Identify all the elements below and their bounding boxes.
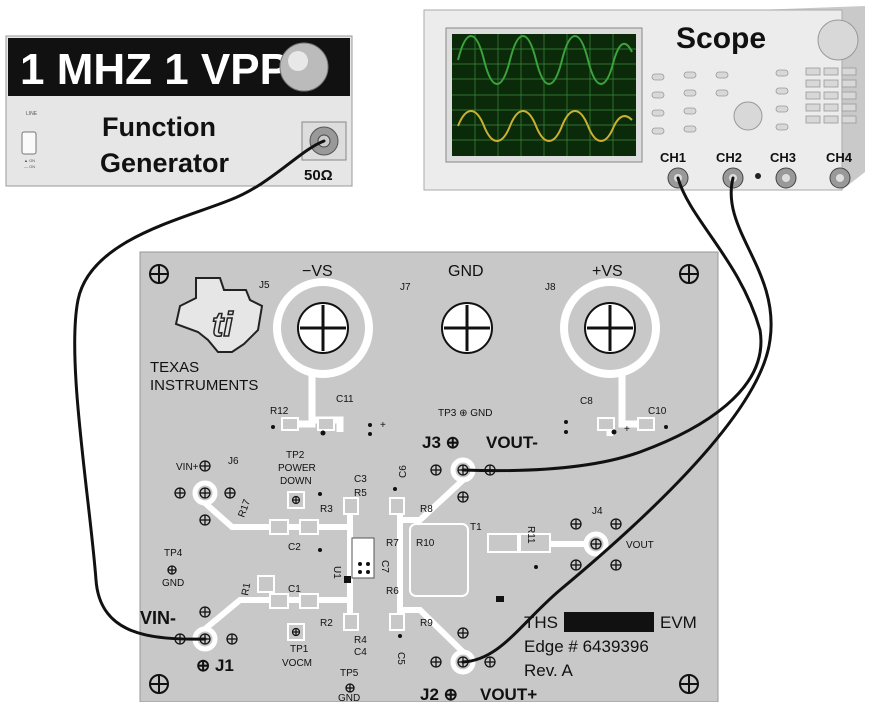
switch-on-label: ▲ ON — [24, 158, 35, 163]
c6-label: C6 — [398, 465, 409, 478]
generator-display: 1 MHZ 1 VPP — [20, 45, 289, 94]
r7-label: R7 — [386, 538, 399, 549]
tp5-label: TP5 — [340, 668, 359, 679]
c7-label: C7 — [379, 560, 390, 573]
logo-text-line1: TEXAS — [150, 359, 199, 376]
cables — [73, 139, 773, 664]
tp2-line2: POWER — [278, 463, 316, 474]
r1-label: R1 — [240, 582, 253, 597]
c4-label: C4 — [354, 647, 367, 658]
generator-title-line2: Generator — [100, 148, 230, 178]
power-switch[interactable] — [21, 131, 37, 155]
c2-label: C2 — [288, 542, 301, 553]
gnd-supply-jack[interactable] — [441, 302, 493, 354]
ch2-to-vout-plus-cable — [461, 176, 773, 664]
c8-plus: + — [624, 424, 630, 435]
knob-highlight — [288, 51, 308, 71]
edge-number: Edge # 6439396 — [524, 637, 649, 656]
scope-title: Scope — [676, 22, 766, 55]
test-point-symbols — [167, 460, 622, 693]
evm-label: EVM — [660, 613, 697, 632]
part-number-block — [564, 612, 654, 632]
logo-text-line2: INSTRUMENTS — [150, 377, 258, 394]
revision: Rev. A — [524, 661, 573, 680]
pos-supply-label: +VS — [592, 263, 623, 280]
u1-label: U1 — [331, 566, 342, 579]
oscilloscope: Scope CH1 CH2 CH3 CH4 — [423, 6, 865, 191]
ch3-label: CH3 — [770, 150, 796, 165]
j2-label: J2 ⊕ — [420, 685, 458, 702]
component-pads — [257, 491, 551, 641]
c1-label: C1 — [288, 584, 301, 595]
ch2-label: CH2 — [716, 150, 742, 165]
r11-label: R11 — [525, 526, 536, 544]
scope-knob-small[interactable] — [733, 101, 763, 131]
neg-supply-jack[interactable] — [273, 278, 373, 378]
switch-off-label: — ON — [24, 164, 35, 169]
ch1-label: CH1 — [660, 150, 686, 165]
j6-label: J6 — [228, 456, 239, 467]
vout-minus-label: VOUT- — [486, 433, 538, 452]
tp4-gnd-label: GND — [162, 578, 184, 589]
scope-knob-large[interactable] — [817, 19, 859, 61]
j3-label: J3 ⊕ — [422, 433, 460, 452]
c11-plus: + — [380, 420, 386, 431]
r10-label: R10 — [416, 538, 435, 549]
j7-label: J7 — [400, 282, 411, 293]
tp1-label: TP1 — [290, 644, 309, 655]
ch4-label: CH4 — [826, 150, 853, 165]
evm-board: ti TEXAS INSTRUMENTS −VS GND +VS J5 J7 J… — [139, 251, 719, 704]
r2-label: R2 — [320, 618, 333, 629]
j5-label: J5 — [259, 280, 270, 291]
vin-plus-label: VIN+ — [176, 462, 199, 473]
gnd-supply-label: GND — [448, 263, 484, 280]
r5-label: R5 — [354, 488, 367, 499]
tp2-line3: DOWN — [280, 476, 312, 487]
tp2-line1: TP2 — [286, 450, 305, 461]
c11-label: C11 — [336, 394, 354, 405]
t1-label: T1 — [470, 522, 482, 533]
trace-ch2 — [457, 110, 633, 142]
neg-supply-label: −VS — [302, 263, 333, 280]
c3-label: C3 — [354, 474, 367, 485]
generator-to-vin-cable — [73, 139, 326, 641]
r8-label: R8 — [420, 504, 433, 515]
r4-label: R4 — [354, 635, 367, 646]
vocm-label: VOCM — [282, 658, 312, 669]
vout-plus-label: VOUT+ — [480, 685, 537, 702]
tp4-label: TP4 — [164, 548, 183, 559]
j1-label: ⊕ J1 — [196, 656, 234, 675]
ths-label: THS — [524, 613, 558, 632]
generator-title-line1: Function — [102, 112, 216, 142]
j8-label: J8 — [545, 282, 556, 293]
r12-label: R12 — [270, 406, 289, 417]
c8-label: C8 — [580, 396, 593, 407]
c5-label: C5 — [395, 652, 406, 665]
u1-chip — [351, 537, 375, 579]
function-generator: 1 MHZ 1 VPP Function Generator LINE ▲ ON… — [5, 35, 353, 187]
pos-supply-jack[interactable] — [560, 278, 660, 378]
j4-label: J4 — [592, 506, 603, 517]
scope-buttons[interactable] — [651, 67, 857, 135]
c10-label: C10 — [648, 406, 667, 417]
ti-logo: ti — [174, 277, 264, 353]
r3-label: R3 — [320, 504, 333, 515]
tp5-gnd-label: GND — [338, 693, 360, 702]
vin-minus-label: VIN- — [140, 608, 176, 628]
tp3-label: TP3 ⊕ GND — [438, 408, 493, 419]
r6-label: R6 — [386, 586, 399, 597]
r9-label: R9 — [420, 618, 433, 629]
vout-label: VOUT — [626, 540, 654, 551]
svg-text:ti: ti — [212, 306, 234, 344]
ch1-to-vout-minus-cable — [461, 176, 763, 473]
line-label: LINE — [26, 111, 38, 117]
trace-ch1 — [457, 35, 633, 85]
output-impedance: 50Ω — [304, 167, 333, 184]
